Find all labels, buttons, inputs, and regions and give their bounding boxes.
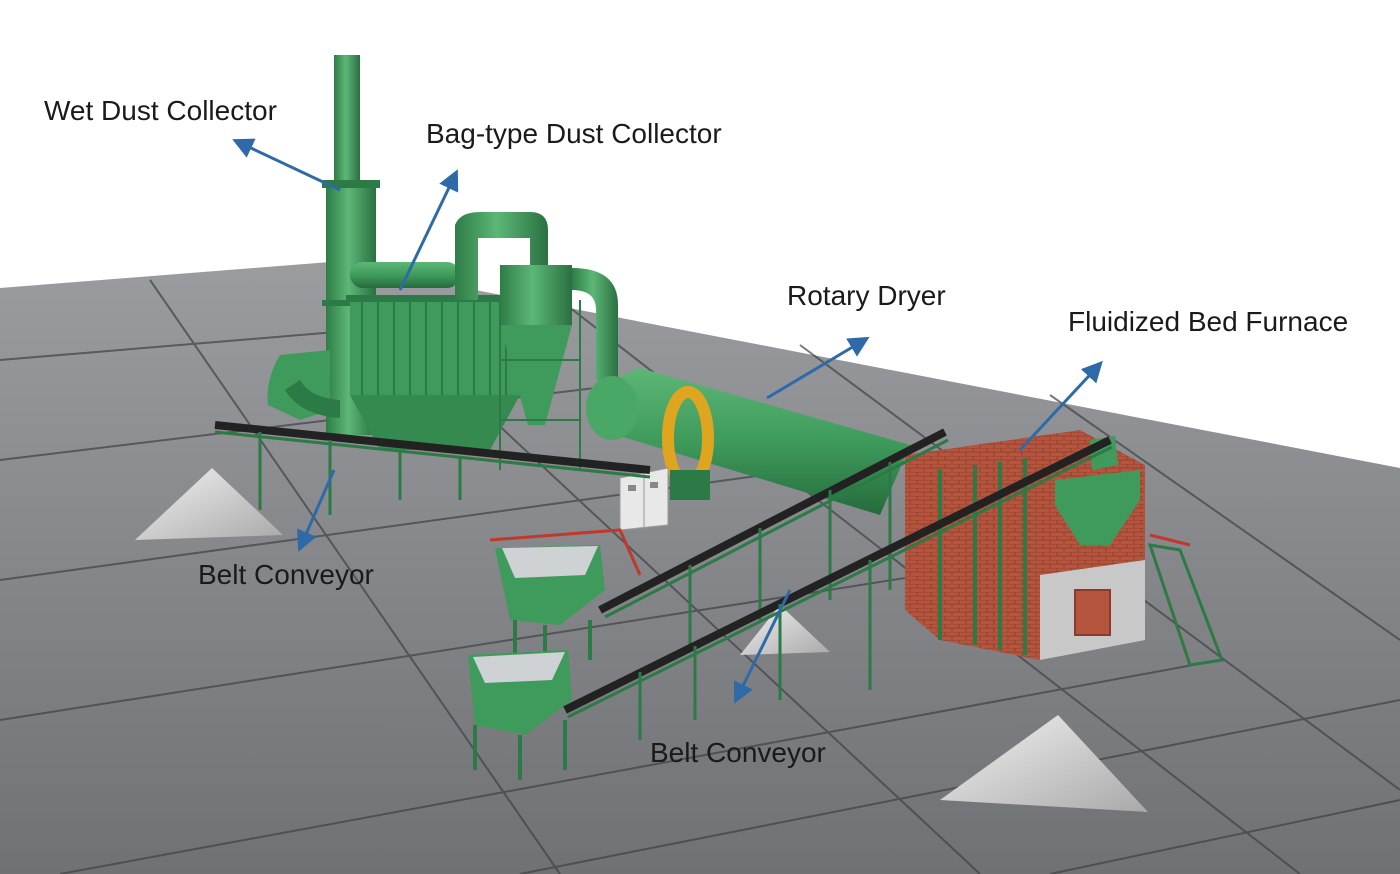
rotary-dryer (586, 368, 910, 515)
arrow-wet-dust-collector (232, 138, 341, 192)
label-wet-dust-collector: Wet Dust Collector (44, 95, 277, 126)
cyclone-separator (499, 265, 618, 470)
fluidized-bed-furnace (905, 430, 1225, 667)
control-cabinets (619, 467, 669, 531)
arrow-fluidized-bed-furnace (1018, 360, 1103, 452)
label-belt-conveyor-right: Belt Conveyor (650, 737, 826, 768)
label-belt-conveyor-left: Belt Conveyor (198, 559, 374, 590)
arrow-rotary-dryer (766, 336, 870, 400)
label-bag-dust-collector: Bag-type Dust Collector (426, 118, 722, 149)
pointer-arrows (232, 138, 1103, 704)
label-rotary-dryer: Rotary Dryer (787, 280, 946, 311)
arrow-bag-dust-collector (398, 169, 459, 291)
belt-conveyors (214, 421, 1113, 740)
bag-dust-collector (346, 212, 548, 450)
arrow-belt-conveyor-left (297, 469, 336, 552)
sand-piles (135, 468, 1148, 812)
feed-hoppers (468, 528, 642, 780)
arrow-belt-conveyor-right (733, 589, 792, 704)
label-fluidized-bed-furnace: Fluidized Bed Furnace (1068, 306, 1349, 337)
